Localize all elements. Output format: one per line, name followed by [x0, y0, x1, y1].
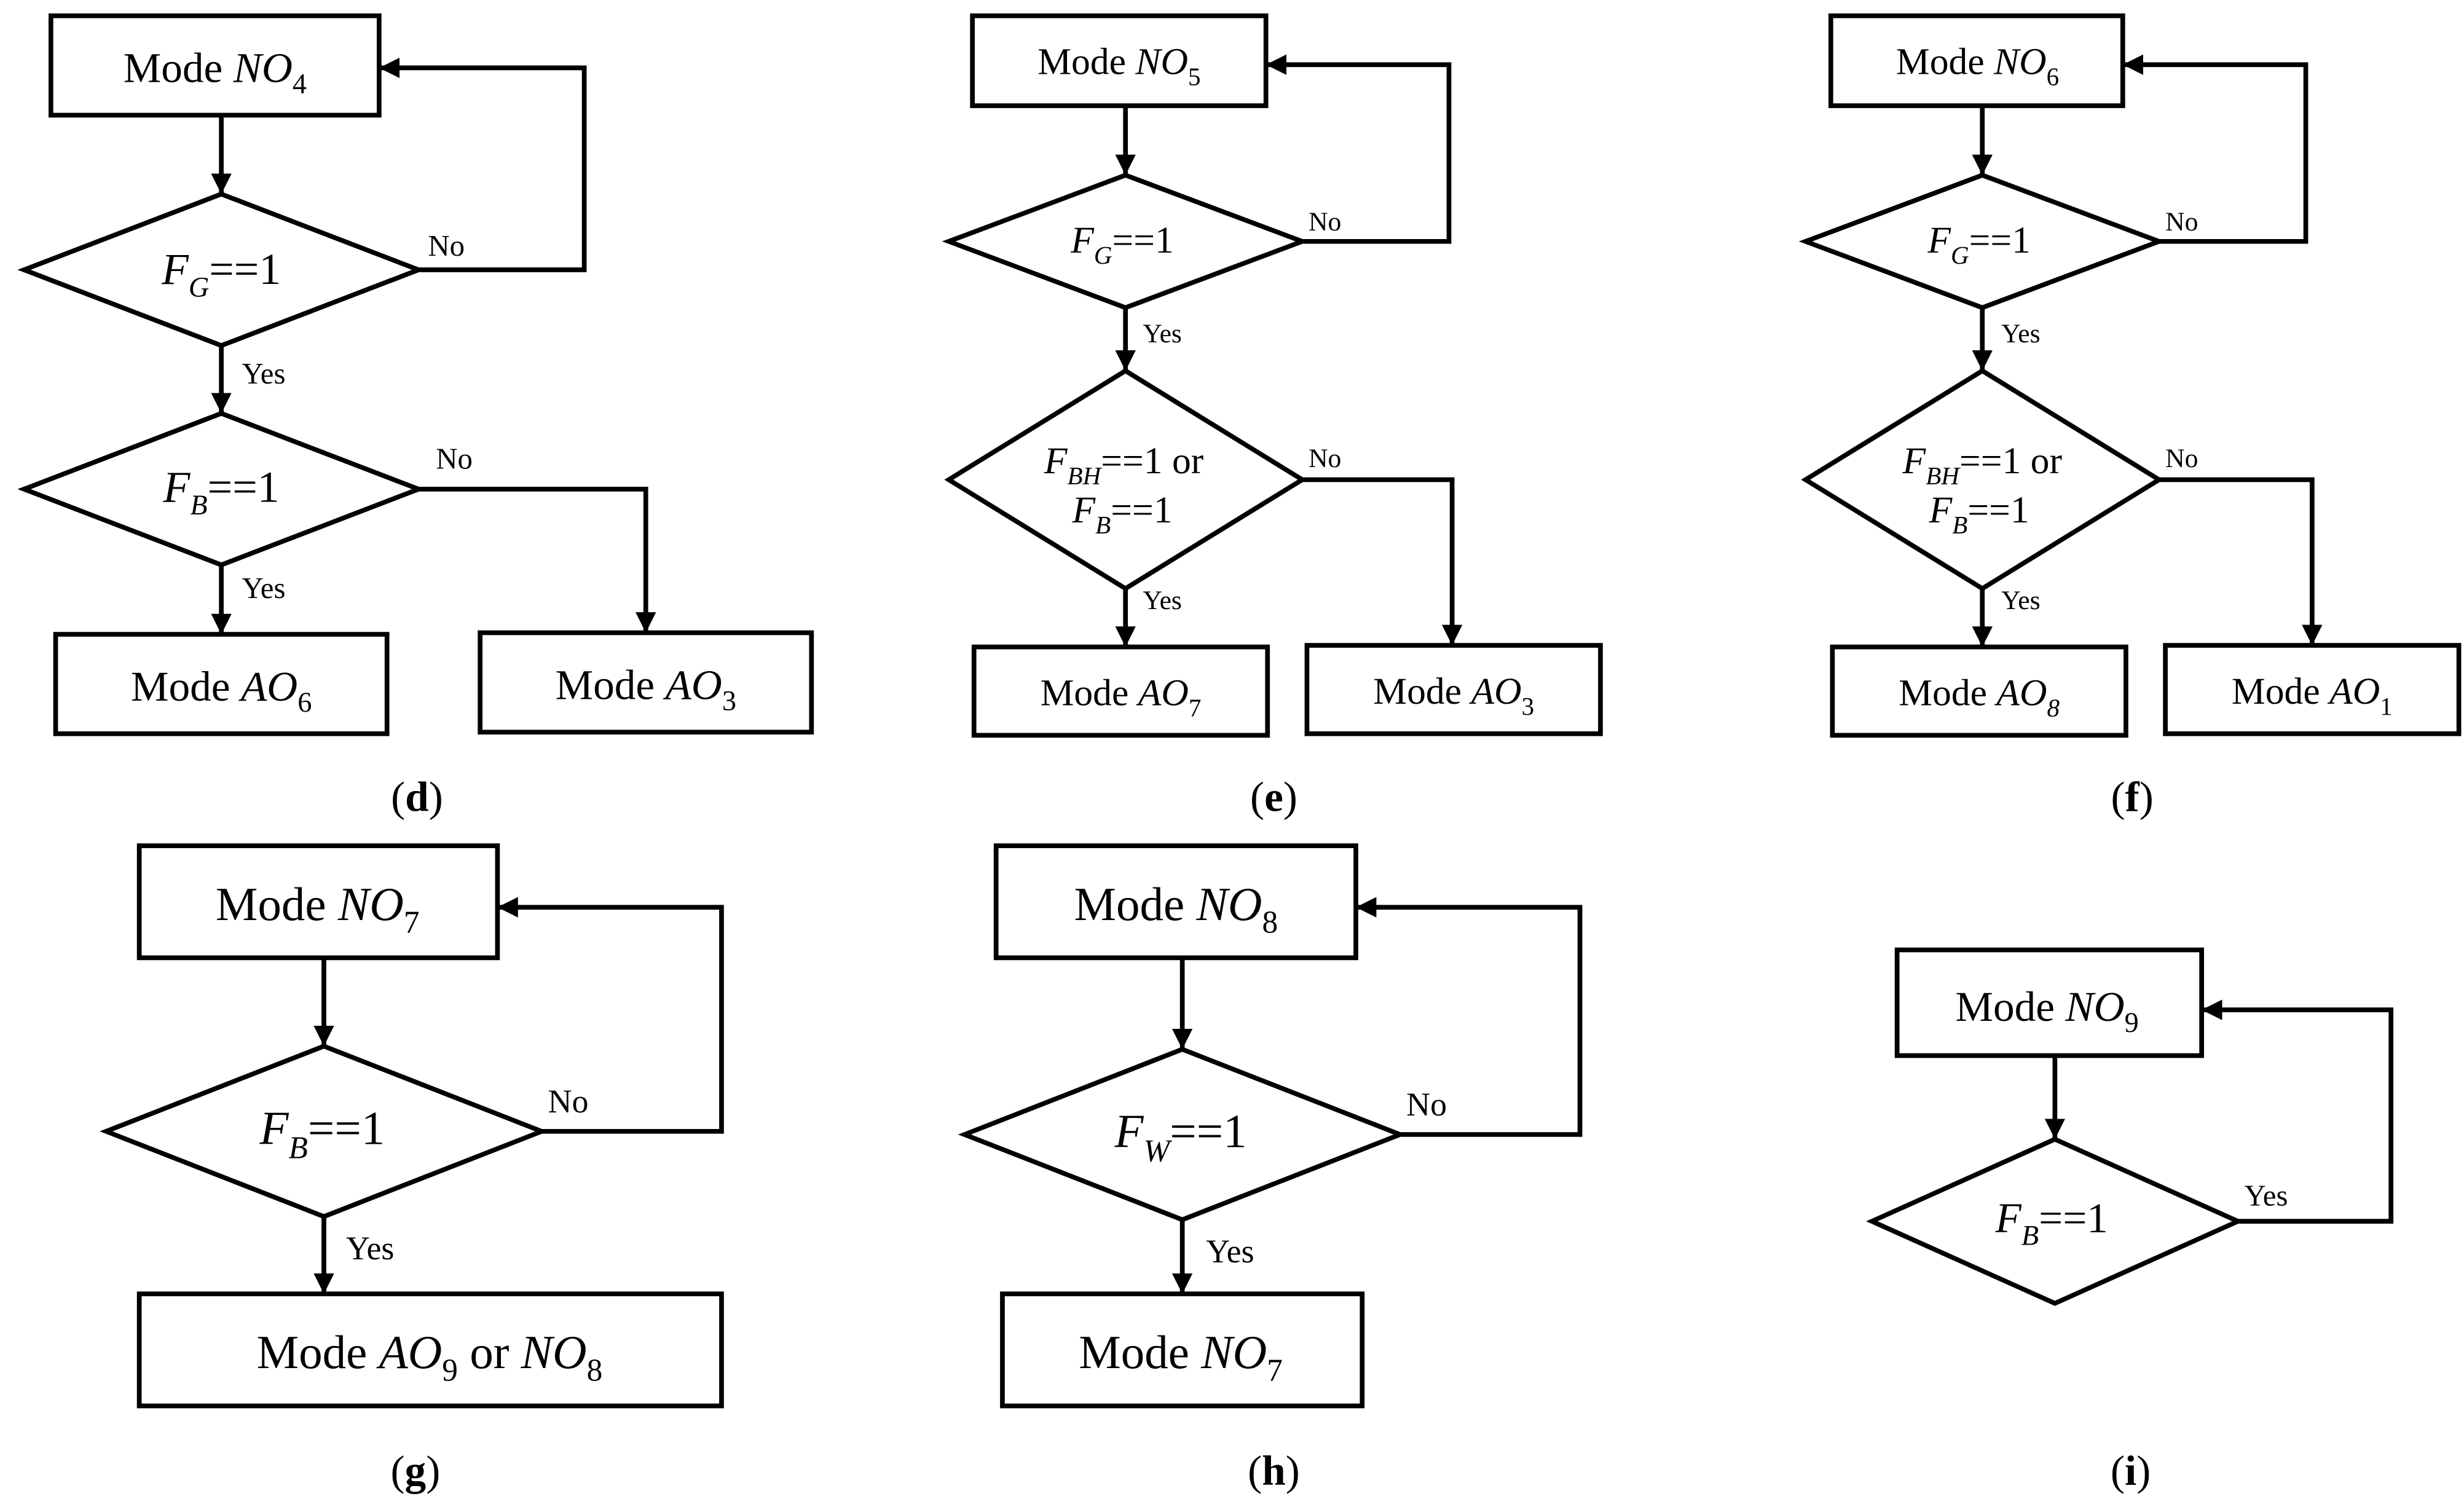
panel-e	[942, 13, 1603, 738]
panel-d-start-label: Mode NO4	[124, 44, 307, 100]
panel-f-out-yes-box	[1830, 644, 2128, 738]
panel-d-arrow-d2-no	[419, 487, 656, 633]
panel-g-d1-yes: Yes	[346, 1230, 394, 1267]
panel-f-d2-yes: Yes	[2001, 586, 2040, 615]
panel-e-d2-yes: Yes	[1143, 586, 1181, 615]
panel-i-d1-yes: Yes	[2244, 1179, 2288, 1212]
panel-e-d2-label-line2: FB==1	[1072, 489, 1173, 539]
panel-g	[100, 843, 724, 1409]
panel-e-arrow-d2-no	[1302, 477, 1463, 646]
panel-f-loop-no	[2122, 54, 2309, 244]
panel-h-start-label: Mode NO8	[1074, 878, 1278, 940]
panel-g-out-label: Mode AO9 or NO8	[257, 1326, 603, 1388]
panel-f	[1798, 13, 2462, 738]
panel-h-loop-no	[1356, 897, 1583, 1137]
panel-d-out-no-label: Mode AO3	[555, 661, 736, 716]
panel-e-d1-label: FG==1	[1070, 219, 1174, 269]
panel-d	[17, 13, 814, 736]
panel-e-out-no-label: Mode AO3	[1373, 671, 1534, 720]
panel-f-out-no-label: Mode AO1	[2232, 671, 2393, 720]
panel-h	[958, 843, 1583, 1409]
panel-h-caption: (h)	[1248, 1447, 1300, 1494]
panel-e-caption: (e)	[1250, 773, 1297, 820]
panel-d-d2-no: No	[436, 443, 473, 476]
panel-e-out-yes-box	[971, 644, 1270, 738]
panel-g-start-label: Mode NO7	[216, 878, 420, 940]
panel-d-d2-label: FB==1	[163, 462, 280, 521]
panel-f-d1-label: FG==1	[1927, 219, 2031, 269]
labels: Mode NO4 FG==1 No Yes FB==1 No Yes Mode …	[124, 41, 2393, 1494]
panel-d-d1-label: FG==1	[161, 245, 281, 303]
panel-d-out-yes-box	[53, 632, 390, 736]
panel-e-start-label: Mode NO5	[1037, 41, 1200, 91]
panel-d-loop-no	[379, 57, 587, 272]
panel-e-loop-no	[1265, 54, 1452, 244]
panel-f-d2-label-line2: FB==1	[1929, 489, 2029, 539]
panel-i	[1866, 947, 2394, 1306]
panel-f-out-yes-label: Mode AO8	[1899, 672, 2060, 722]
panel-g-out-box	[136, 1291, 724, 1409]
panel-f-arrow-d2-no	[2159, 477, 2323, 646]
panel-h-d1-label: FW==1	[1114, 1104, 1246, 1168]
panel-g-d1-no: No	[548, 1083, 589, 1120]
panel-d-out-yes-label: Mode AO6	[131, 663, 312, 718]
panel-e-d2-label-line1: FBH==1 or	[1044, 440, 1203, 490]
panel-d-caption: (d)	[391, 773, 443, 820]
panel-h-d1-no: No	[1406, 1086, 1447, 1123]
panel-i-d1-label: FB==1	[1995, 1194, 2108, 1251]
panel-f-d2-no: No	[2165, 444, 2198, 473]
panel-g-caption: (g)	[390, 1447, 440, 1494]
panel-e-d2-no: No	[1309, 444, 1341, 473]
panel-h-out-box	[1000, 1291, 1365, 1409]
panel-d-d1-no: No	[428, 229, 465, 262]
panel-f-caption: (f)	[2111, 773, 2154, 820]
panel-i-decision-fb	[1866, 1136, 2244, 1306]
panel-e-d1-no: No	[1309, 207, 1341, 237]
panel-d-d2-yes: Yes	[242, 572, 285, 605]
panel-h-d1-yes: Yes	[1206, 1233, 1254, 1270]
panel-i-start-label: Mode NO9	[1955, 983, 2138, 1038]
panel-h-out-label: Mode NO7	[1079, 1326, 1283, 1388]
panel-d-decision-fg	[17, 191, 425, 348]
panel-f-d1-no: No	[2165, 207, 2198, 237]
panel-d-d1-yes: Yes	[242, 357, 285, 390]
panel-f-d1-yes: Yes	[2001, 319, 2040, 348]
panel-f-d2-label-line1: FBH==1 or	[1902, 440, 2062, 490]
panel-e-d1-yes: Yes	[1143, 319, 1181, 348]
panel-e-out-yes-label: Mode AO7	[1041, 672, 1202, 722]
panel-g-loop-no	[497, 897, 724, 1134]
panel-i-loop-yes	[2202, 999, 2394, 1224]
panel-f-start-label: Mode NO6	[1896, 41, 2059, 91]
panel-g-d1-label: FB==1	[259, 1101, 385, 1165]
panel-i-caption: (i)	[2111, 1447, 2151, 1494]
